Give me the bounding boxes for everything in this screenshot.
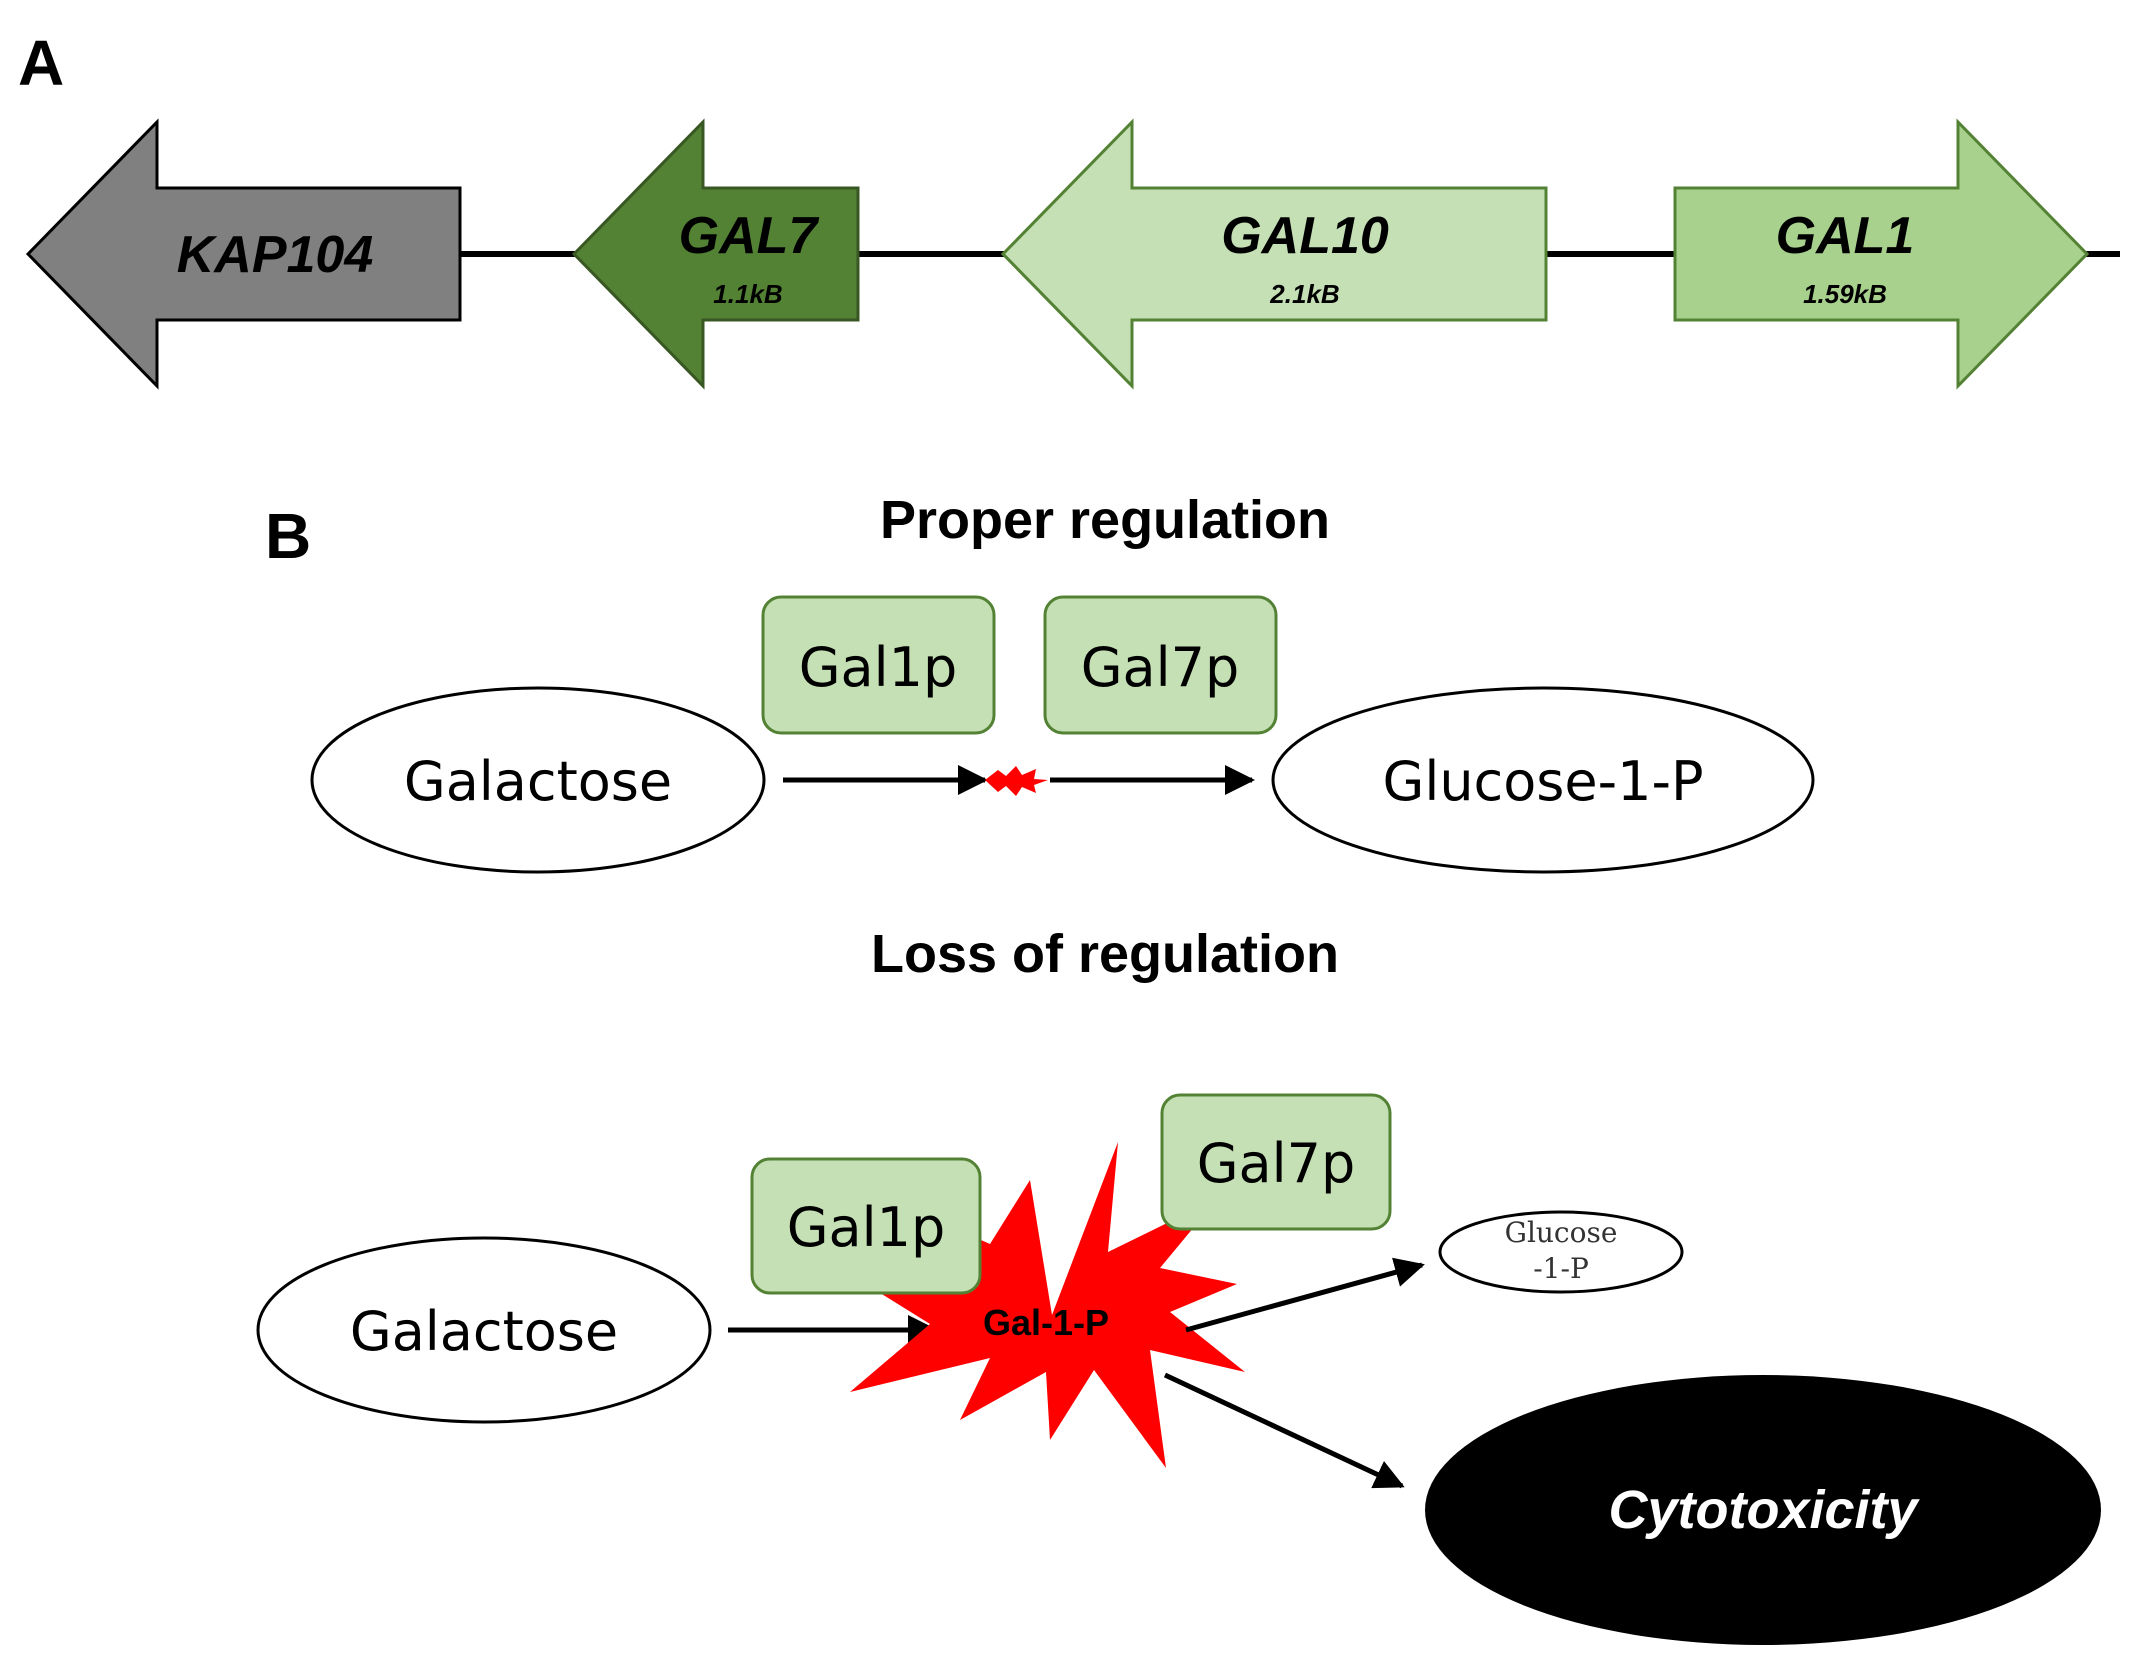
gene-size-gal10: 2.1kB: [1269, 279, 1339, 309]
node-glucose-1-p: [1271, 686, 1815, 874]
reaction-arrow-to-cytotoxicity: [1163, 1372, 1405, 1489]
proper-regulation-title: Proper regulation: [880, 490, 1330, 550]
panel-b-letter: B: [265, 500, 311, 572]
node-label-glucose-1-p: Glucose-1-P: [1382, 750, 1703, 813]
proper-regulation-pathway: Proper regulation Gal1p Gal7p Galactose …: [310, 490, 1815, 874]
enzyme-box-gal1p-loss: [750, 1157, 982, 1295]
gene-arrow-gal10: [1000, 118, 1548, 390]
gene-arrow-gal1: [1673, 118, 2090, 390]
loss-of-regulation-pathway: Loss of regulation Galactose Gal-1-P Gal…: [256, 924, 2101, 1645]
node-galactose: [310, 686, 766, 874]
node-label-galactose-loss: Galactose: [350, 1300, 618, 1363]
enzyme-box-gal7p-loss: [1160, 1093, 1392, 1231]
gene-name-gal7: GAL7: [679, 207, 820, 265]
enzyme-label-gal7p-loss: Gal7p: [1197, 1132, 1356, 1195]
gene-gal7: GAL7 1.1kB: [571, 118, 860, 390]
node-label-glucose-small-line1: Glucose: [1505, 1216, 1618, 1249]
gene-arrow-kap104: [25, 118, 462, 390]
gene-size-gal7: 1.1kB: [713, 279, 782, 309]
enzyme-box-gal7p: [1043, 595, 1278, 735]
reaction-arrow-to-glucose: [1185, 1257, 1425, 1333]
gene-size-gal1: 1.59kB: [1803, 279, 1887, 309]
enzyme-label-gal1p: Gal1p: [799, 636, 958, 699]
gene-name-gal1: GAL1: [1776, 207, 1915, 265]
node-label-glucose-small-line2: -1-P: [1533, 1252, 1589, 1285]
enzyme-label-gal7p: Gal7p: [1081, 636, 1240, 699]
loss-of-regulation-title: Loss of regulation: [871, 924, 1339, 984]
enzyme-box-gal1p: [761, 595, 996, 735]
gene-gal10: GAL10 2.1kB: [1000, 118, 1548, 390]
enzyme-label-gal1p-loss: Gal1p: [787, 1196, 946, 1259]
gene-arrow-gal7: [571, 118, 860, 390]
gene-kap104: KAP104: [25, 118, 462, 390]
gene-map: KAP104 GAL7 1.1kB GAL10 2.1kB GAL1 1.59k…: [25, 118, 2120, 390]
gene-name-gal10: GAL10: [1221, 207, 1389, 265]
node-label-galactose: Galactose: [404, 750, 672, 813]
gene-name-kap104: KAP104: [177, 226, 374, 284]
panel-a-letter: A: [18, 27, 64, 99]
node-cytotoxicity: [1425, 1375, 2101, 1645]
node-glucose-1-p-small: [1438, 1210, 1684, 1294]
gene-gal1: GAL1 1.59kB: [1673, 118, 2090, 390]
node-label-cytotoxicity: Cytotoxicity: [1608, 1480, 1920, 1540]
intermediate-burst-small: [985, 766, 1048, 796]
gal-1-p-label: Gal-1-P: [983, 1302, 1109, 1343]
node-galactose-loss: [256, 1236, 712, 1424]
